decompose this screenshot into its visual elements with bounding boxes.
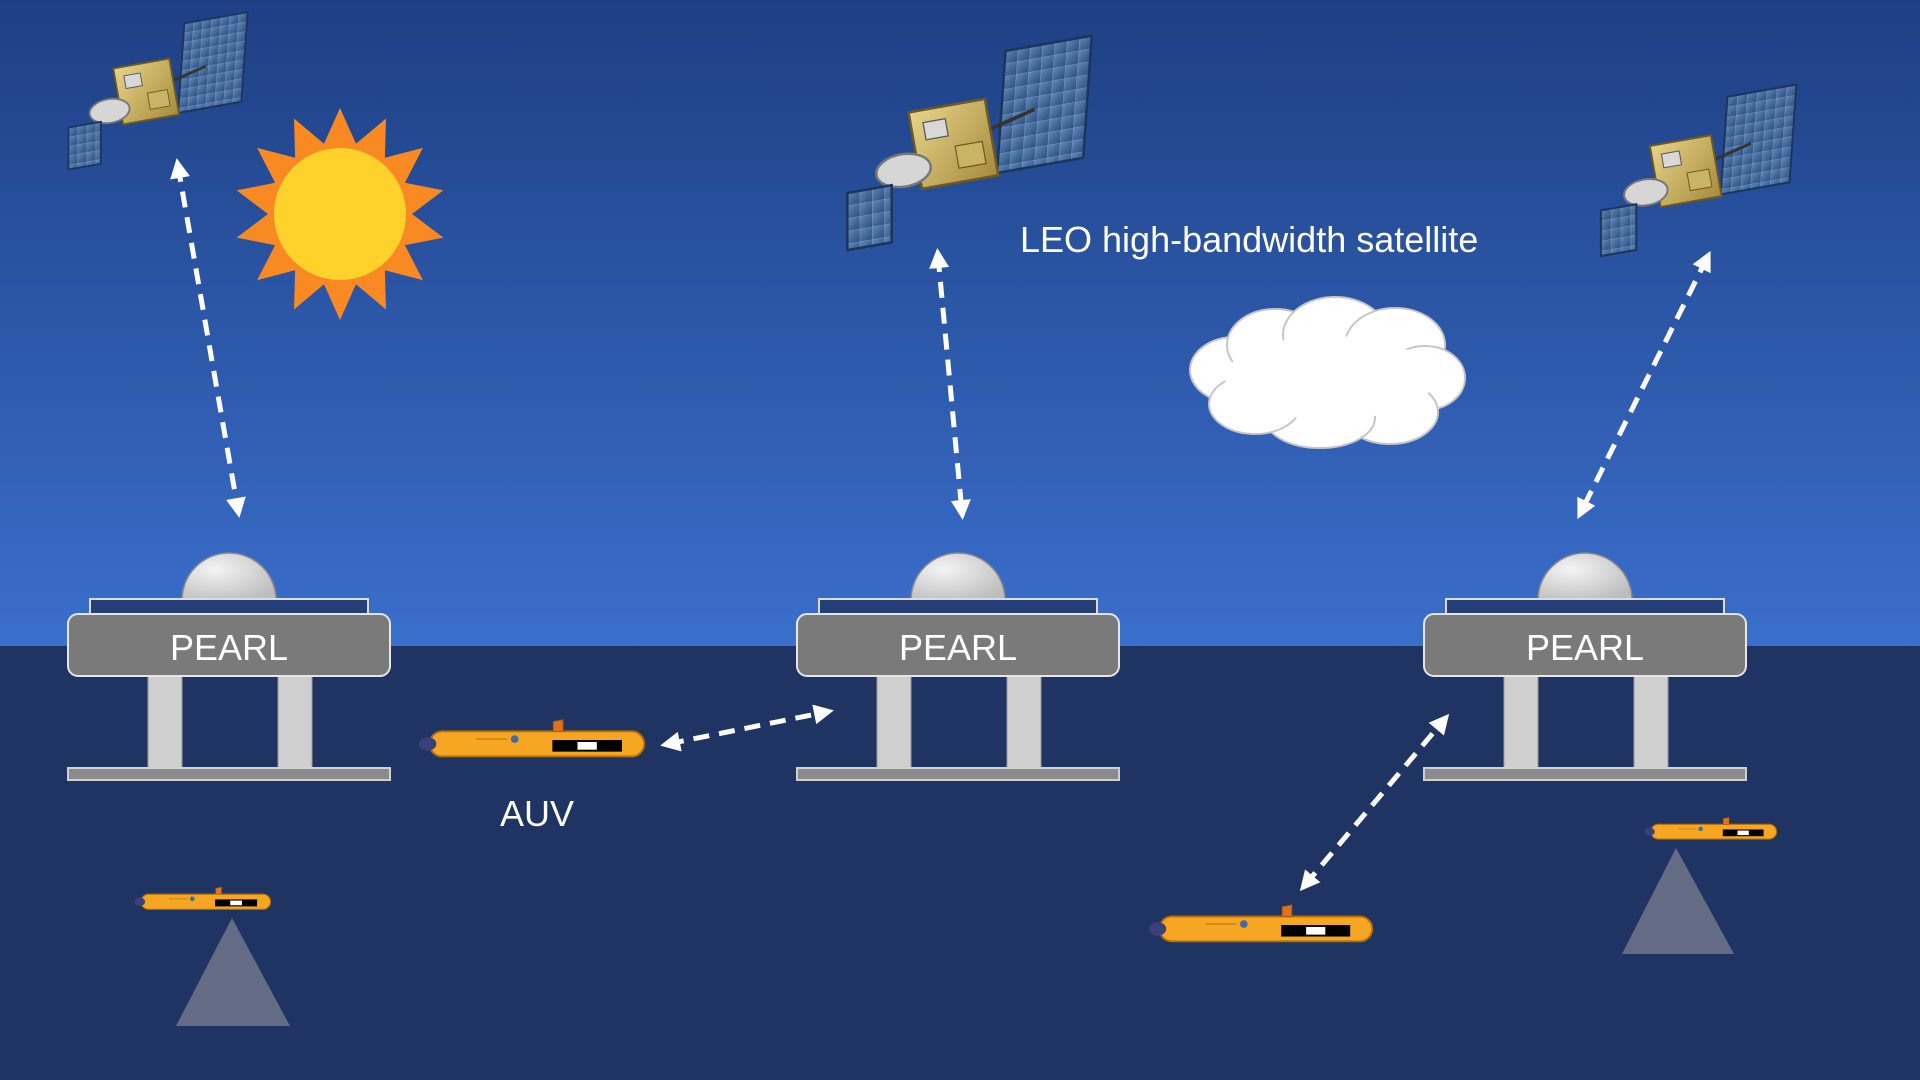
platform-label: PEARL — [170, 627, 288, 668]
cloud-icon — [1189, 296, 1466, 449]
sonar-beam-icon — [176, 918, 290, 1026]
pearl-platform: PEARL — [796, 552, 1120, 781]
auv-link-arrow — [660, 704, 834, 752]
auv-label: AUV — [500, 793, 574, 834]
auv-link-arrow — [1299, 713, 1450, 892]
satellite-label: LEO high-bandwidth satellite — [1020, 219, 1478, 260]
platform-label: PEARL — [899, 627, 1017, 668]
sonar-beam-icon — [1622, 848, 1734, 954]
sky-background — [0, 0, 1920, 646]
uplink-arrow — [1577, 250, 1711, 520]
radome-icon — [1537, 552, 1633, 601]
radome-icon — [181, 552, 277, 601]
pearl-platform: PEARL — [1423, 552, 1747, 781]
link-arrows — [170, 158, 1711, 892]
sun-icon — [236, 108, 444, 320]
ocean-background — [0, 646, 1920, 1080]
uplink-arrow — [170, 158, 246, 518]
radome-icon — [910, 552, 1006, 601]
platform-label: PEARL — [1526, 627, 1644, 668]
pearl-platform: PEARL — [67, 552, 391, 781]
uplink-arrow — [929, 248, 971, 520]
